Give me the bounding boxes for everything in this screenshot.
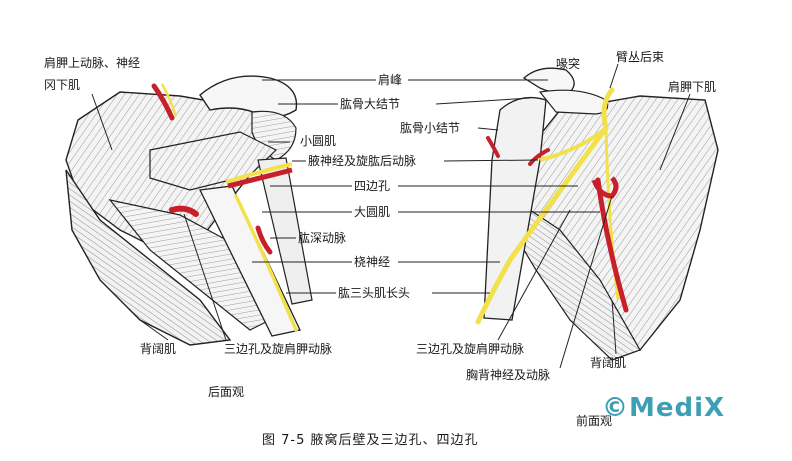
suprascapular-nerve [160, 83, 178, 117]
label-deep-brachial: 肱深动脉 [298, 231, 347, 245]
label-teres-minor: 小圆肌 [300, 134, 337, 148]
label-triangular-right: 三边孔及旋肩胛动脉 [416, 342, 525, 356]
teres-major-muscle [108, 199, 271, 331]
triceps-long-head-muscle [199, 185, 301, 337]
label-greater-tubercle: 肱骨大结节 [340, 97, 401, 111]
acromion-anterior [538, 89, 609, 115]
posterior-circumflex-artery [227, 167, 293, 189]
label-subscapularis: 肩胛下肌 [668, 80, 717, 94]
subscapularis-muscle [527, 95, 719, 351]
deep-brachial-artery [255, 225, 273, 255]
label-quadrangular: 四边孔 [354, 179, 391, 193]
label-suprascapular: 肩胛上动脉、神经 [44, 56, 141, 70]
figure-caption: 图 7-5 腋窝后壁及三边孔、四边孔 [262, 433, 479, 448]
suprascapular-artery [151, 83, 175, 121]
radial-nerve-anterior [475, 125, 609, 325]
lesser-tubercle-vessel [486, 136, 500, 158]
label-teres-major: 大圆肌 [354, 205, 391, 219]
label-triangular-left: 三边孔及旋肩胛动脉 [224, 342, 333, 356]
label-thoracodorsal: 胸背神经及动脉 [466, 368, 551, 382]
anterior-view-drawing [475, 67, 719, 361]
label-coracoid: 喙突 [556, 57, 581, 71]
humerus-anterior [483, 96, 547, 321]
label-plexus-cord: 臂丛后束 [616, 50, 665, 64]
label-latissimus-left: 背阔肌 [140, 342, 177, 356]
label-lesser-tubercle: 肱骨小结节 [400, 121, 461, 135]
humerus-shaft [257, 157, 313, 305]
label-anterior-view: 前面观 [576, 414, 613, 428]
label-latissimus-right: 背阔肌 [590, 356, 627, 370]
latissimus-dorsi-muscle [65, 169, 232, 346]
axillary-nerve [225, 162, 293, 184]
circumflex-scapular-artery [169, 205, 199, 217]
label-infraspinatus: 冈下肌 [44, 78, 81, 92]
label-posterior-view: 后面观 [208, 385, 245, 399]
label-radial: 桡神经 [354, 255, 391, 269]
leader-lines [91, 63, 691, 369]
label-acromion: 肩峰 [378, 73, 403, 87]
label-axillary: 腋神经及旋肱后动脉 [308, 154, 417, 168]
posterior-cord [601, 87, 615, 131]
label-triceps: 肱三头肌长头 [338, 286, 411, 300]
watermark: ©MediX [602, 393, 726, 423]
acromion-shape [199, 75, 298, 118]
radial-nerve [234, 194, 298, 332]
posterior-view-drawing [65, 75, 313, 346]
posterior-circumflex-artery-anterior [528, 148, 550, 166]
